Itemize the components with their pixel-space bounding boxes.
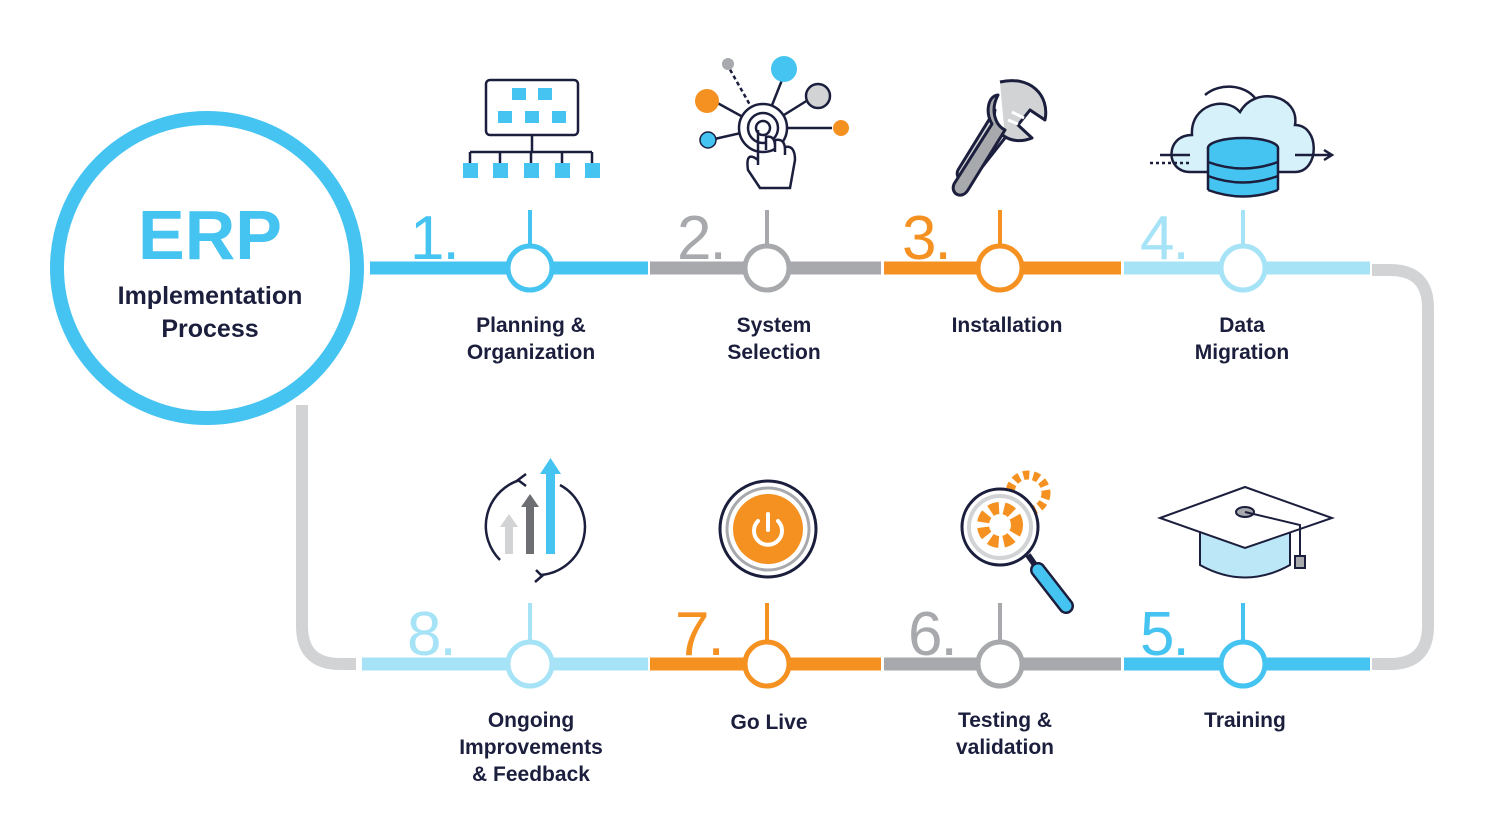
- step-6-label: Testing & validation: [955, 709, 1055, 759]
- node-8: [505, 603, 555, 689]
- growth-cycle-icon: [484, 458, 587, 583]
- right-track-loop: [1372, 264, 1434, 670]
- step-5-label: Training: [1204, 709, 1286, 732]
- step-5-number: 5.: [1140, 600, 1190, 669]
- step-4-number: 4.: [1140, 204, 1190, 273]
- cloud-database-icon: [1150, 85, 1335, 198]
- step-2-number: 2.: [677, 204, 727, 273]
- step-3-number: 3.: [902, 204, 952, 273]
- power-button-icon: [718, 479, 818, 579]
- node-1: [505, 210, 555, 293]
- node-2: [742, 210, 792, 293]
- node-3: [975, 210, 1025, 293]
- step-4-label: Data Migration: [1194, 314, 1290, 364]
- wrench-icon: [951, 79, 1048, 197]
- step-1-number: 1.: [410, 204, 460, 273]
- step-8-label: Ongoing Improvements & Feedback: [459, 709, 603, 786]
- touch-network-icon: [695, 56, 849, 190]
- step-7-label: Go Live: [730, 711, 808, 734]
- hub-title: ERP: [138, 196, 282, 274]
- node-4: [1218, 210, 1268, 293]
- hub-subtitle: Implementation Process: [117, 282, 303, 343]
- step-8-number: 8.: [407, 600, 457, 669]
- step-1-label: Planning & Organization: [466, 314, 596, 364]
- node-5: [1218, 603, 1268, 689]
- step-6-number: 6.: [908, 600, 958, 669]
- node-7: [742, 603, 792, 689]
- graduation-cap-icon: [1157, 485, 1336, 579]
- erp-hub-circle: [50, 111, 364, 425]
- node-6: [975, 603, 1025, 689]
- step-3-label: Installation: [951, 314, 1063, 337]
- step-2-label: System Selection: [727, 314, 821, 364]
- step-7-number: 7.: [675, 600, 725, 669]
- org-chart-icon: [463, 78, 600, 178]
- left-track-loop: [296, 405, 356, 670]
- magnifier-gear-icon: [960, 470, 1074, 614]
